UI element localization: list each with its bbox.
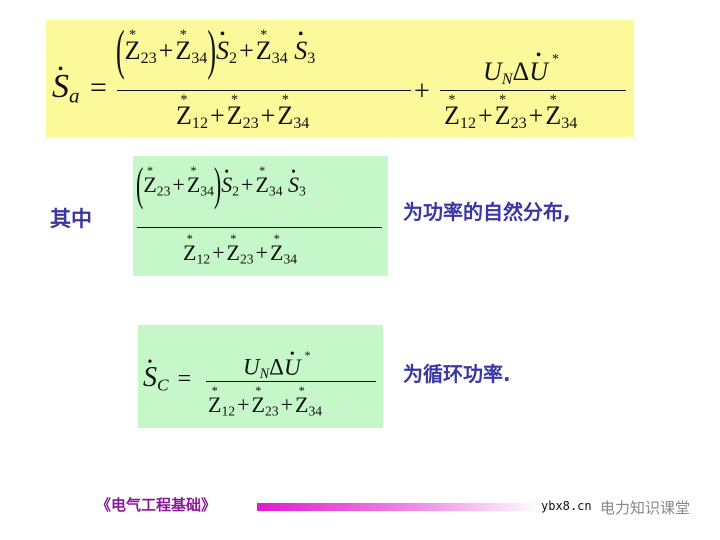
footer-gradient-bar [257,503,542,511]
label-circulating-power: 为循环功率. [403,362,511,386]
watermark-url: ybx8.cn [541,499,592,513]
plus-sign: + [414,76,430,107]
footer-course-title: 《电气工程基础》 [96,496,217,514]
term1-denominator: *Z12+*Z23+*Z34 [176,92,310,133]
sc-numerator: UNΔ•U* [243,346,311,383]
sc-lhs: •SC = [143,354,192,395]
circulating-power-box [138,325,383,428]
main-formula-box [46,20,634,137]
sa-lhs: •Sa = [52,60,107,108]
fraction-bar [137,227,382,229]
natural-denominator: *Z12+*Z23+*Z34 [183,232,298,267]
natural-numerator: (*Z23+*Z34)•S2+*Z34 •S3 [136,157,306,211]
term2-denominator: *Z12+*Z23+*Z34 [444,92,578,133]
natural-distribution-box [133,156,388,276]
fraction-bar [117,90,411,92]
term2-numerator: UNΔ•U* [483,47,560,88]
term1-numerator: (*Z23+*Z34)•S2+*Z34 •S3 [116,19,316,81]
dot-accent: • [57,60,64,78]
fraction-bar [440,90,626,92]
watermark-text: 电力知识课堂 [600,499,691,517]
fraction-bar [206,381,376,383]
label-qizhong: 其中 [50,207,92,231]
label-natural-distribution: 为功率的自然分布, [403,200,571,224]
sc-denominator: *Z12+*Z23+*Z34 [208,384,323,419]
